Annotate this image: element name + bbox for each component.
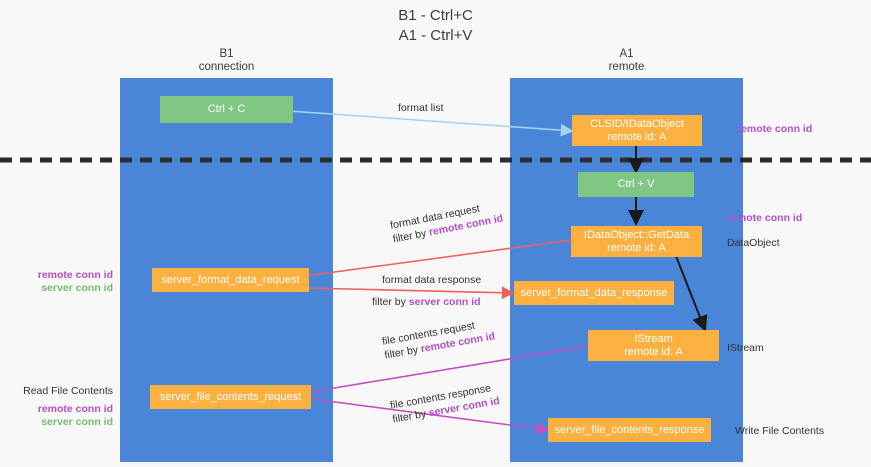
side-label-read-file-contents: Read File Contents (23, 385, 113, 397)
edge-label-file-contents-request: file contents request filter by remote c… (381, 316, 496, 363)
node-server-format-data-response-label: server_format_data_response (520, 286, 668, 299)
node-server-file-contents-request-label: server_file_contents_request (159, 390, 302, 403)
edge-label-format-data-request: format data request filter by remote con… (389, 198, 504, 247)
node-idataobject-getdata[interactable]: IDataObject::GetData remote id: A (571, 226, 702, 257)
node-server-file-contents-response[interactable]: server_file_contents_response (548, 418, 711, 442)
edge-label-format-data-response-text: format data response (382, 274, 482, 286)
edge-label-format-list-text: format list (398, 102, 444, 114)
edge-label-fdresp-filter-key: server conn id (408, 296, 481, 308)
node-server-file-contents-response-label: server_file_contents_response (554, 423, 705, 436)
node-idataobject[interactable]: CLSID/IDataObject remote id: A (572, 115, 702, 146)
side-label-remote-conn-id-mid: remote conn id (727, 212, 803, 224)
side-label-write-file-contents: Write File Contents (735, 425, 825, 437)
node-istream-label: IStream remote id: A (624, 332, 683, 358)
edge-label-format-data-response: format data response filter by server co… (372, 273, 482, 309)
side-label-istream: IStream (727, 342, 764, 354)
node-ctrl-c[interactable]: Ctrl + C (160, 96, 293, 123)
edge-label-file-contents-response: file contents response filter by server … (389, 380, 501, 426)
node-ctrl-v[interactable]: Ctrl + V (578, 172, 694, 197)
node-server-format-data-request-label: server_format_data_request (161, 273, 300, 286)
node-idataobject-getdata-label: IDataObject::GetData remote id: A (583, 228, 690, 254)
side-label-left-server-conn-id-mid: server conn id (41, 282, 113, 294)
edge-label-fdresp-filter-prefix: filter by (372, 296, 409, 308)
page-title: B1 - Ctrl+C A1 - Ctrl+V (398, 7, 473, 44)
column-header-b1: B1 connection (198, 48, 255, 73)
edge-label-format-list: format list (398, 101, 444, 115)
side-label-dataobject: DataObject (727, 237, 780, 249)
side-label-left-remote-conn-id-mid: remote conn id (37, 269, 113, 281)
node-ctrl-c-label: Ctrl + C (207, 103, 246, 115)
node-idataobject-label: CLSID/IDataObject remote id: A (590, 117, 684, 143)
node-server-file-contents-request[interactable]: server_file_contents_request (150, 385, 311, 409)
node-istream[interactable]: IStream remote id: A (588, 330, 719, 361)
node-server-format-data-response[interactable]: server_format_data_response (514, 281, 674, 305)
node-ctrl-v-label: Ctrl + V (617, 178, 655, 190)
column-header-a1: A1 remote (608, 48, 645, 73)
side-label-left-remote-conn-id-bottom: remote conn id (37, 403, 113, 415)
node-server-format-data-request[interactable]: server_format_data_request (152, 268, 309, 292)
side-label-remote-conn-id-top: remote conn id (737, 123, 813, 135)
side-label-left-server-conn-id-bottom: server conn id (41, 416, 113, 428)
